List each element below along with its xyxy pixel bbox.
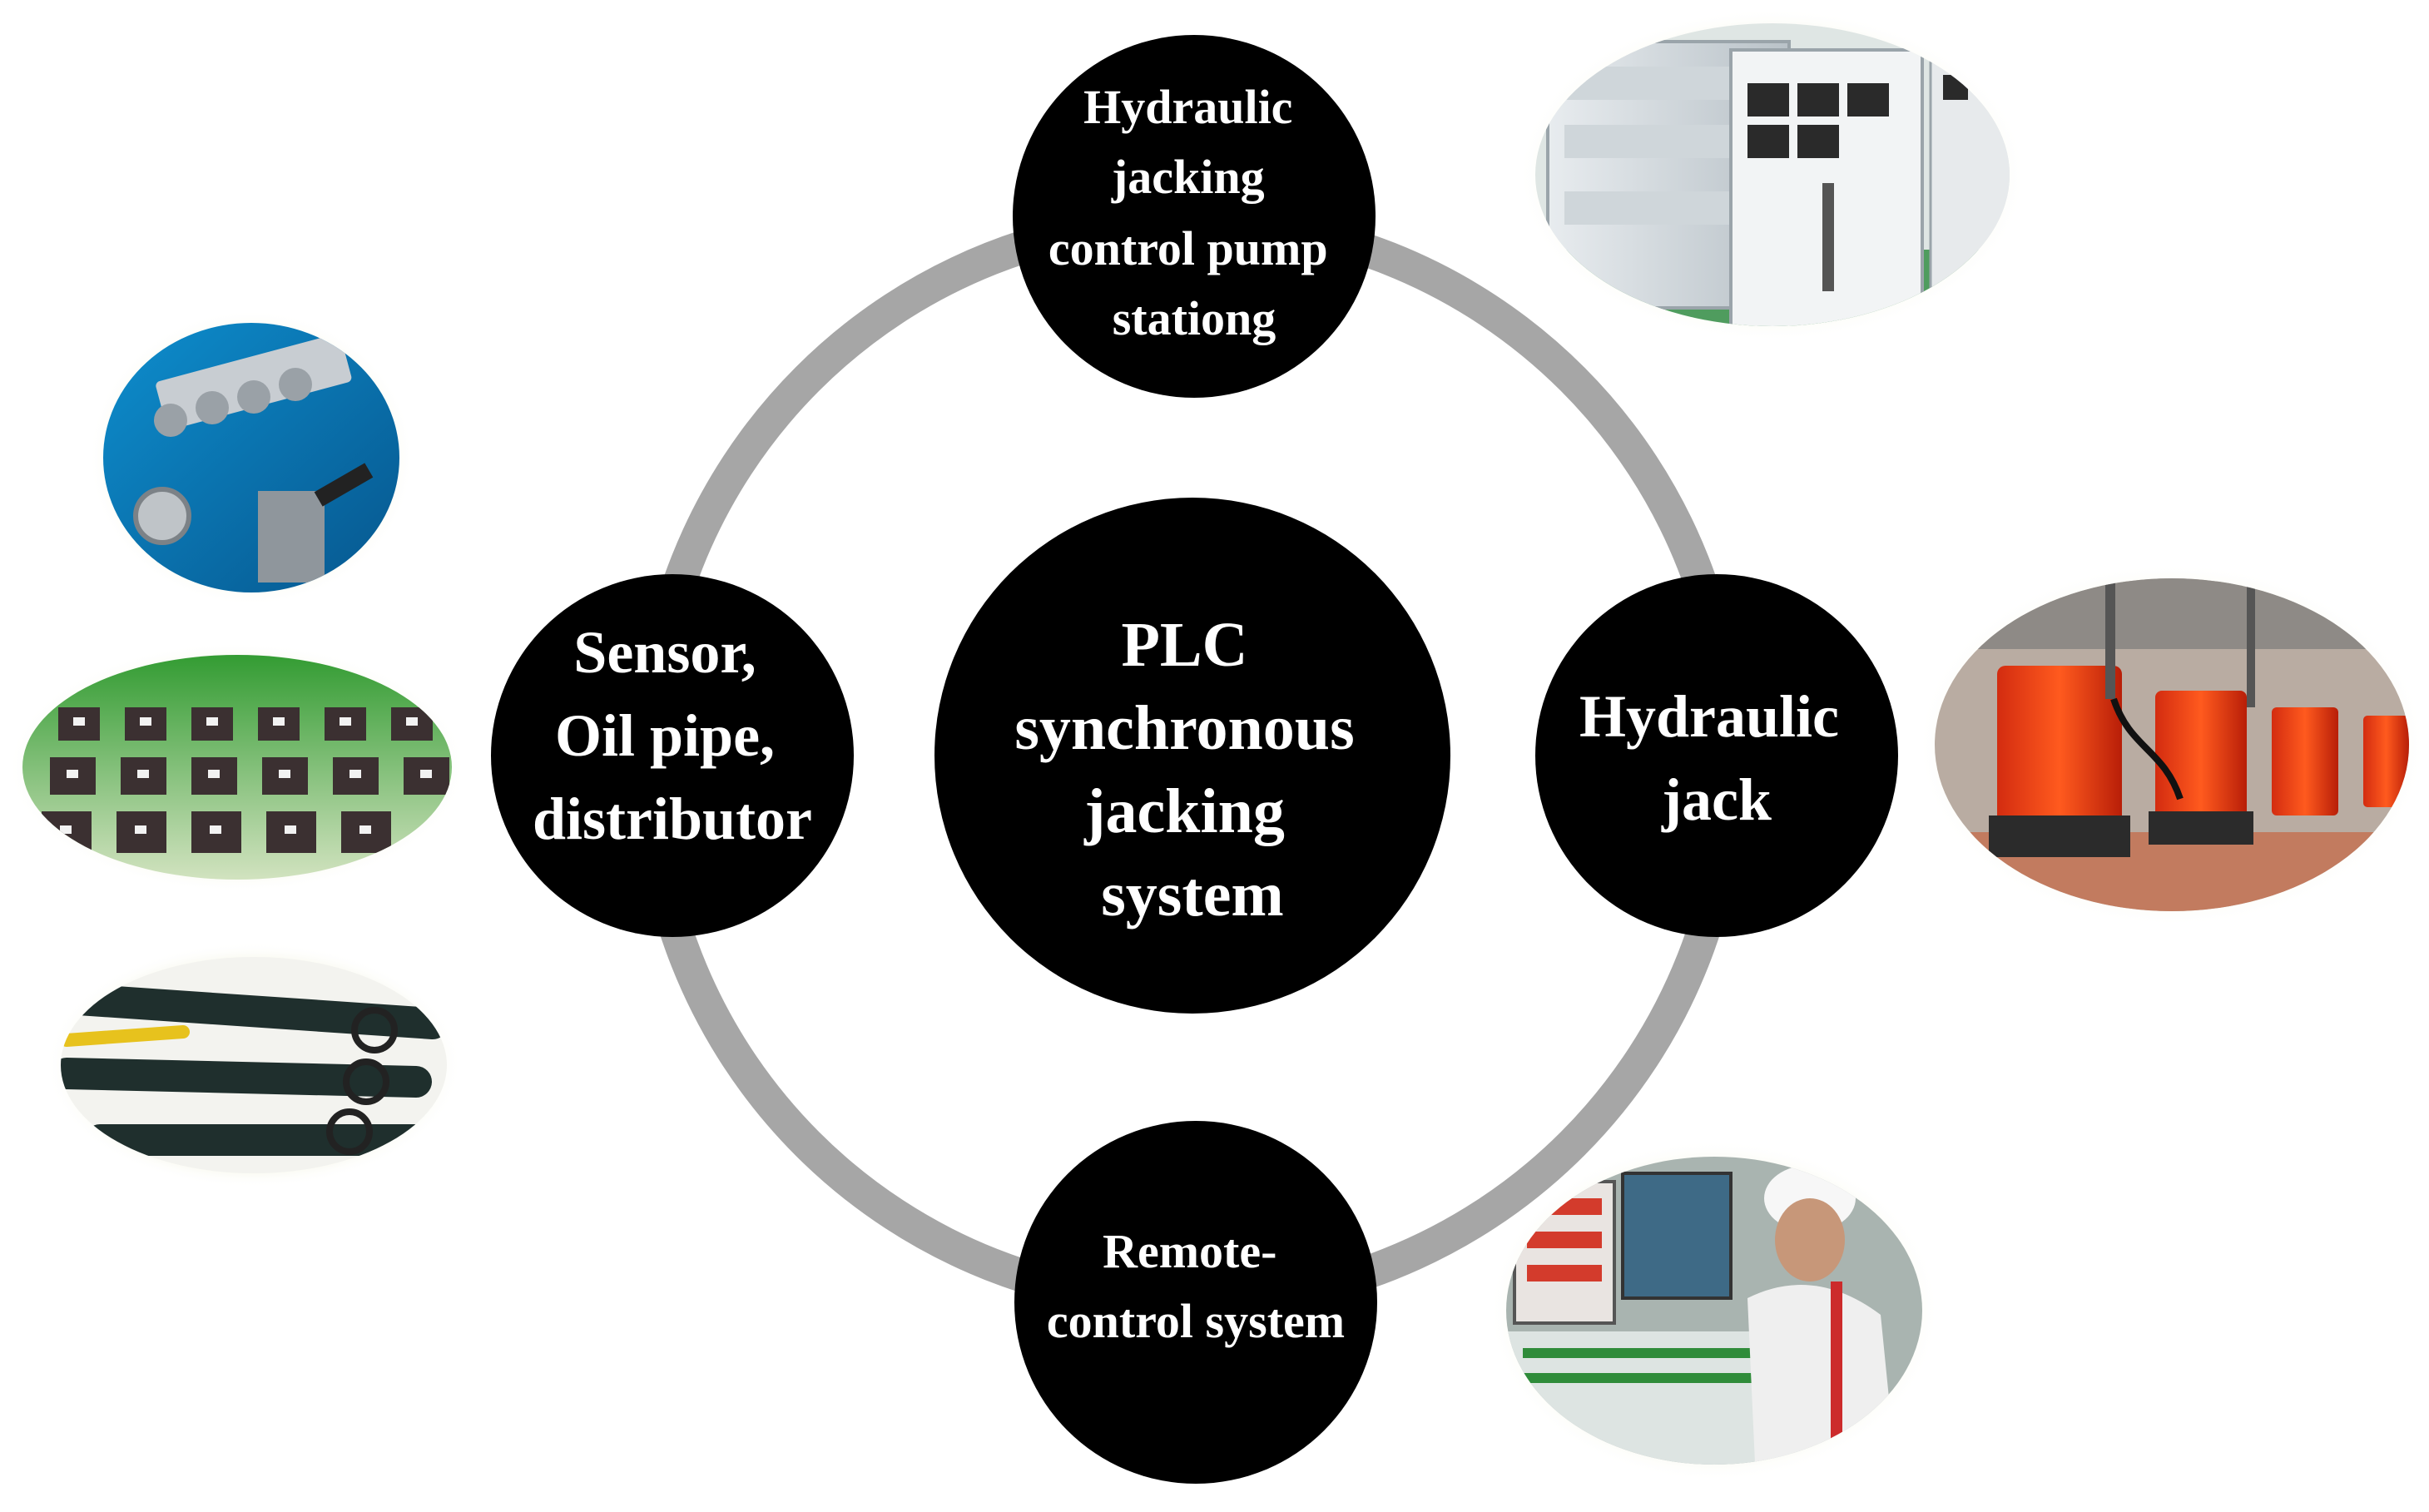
photo-oil-hoses <box>46 942 462 1188</box>
node-pump-station: Hydraulic jacking control pump stationg <box>1013 35 1376 398</box>
node-plc-system: PLC synchronous jacking system <box>934 498 1450 1014</box>
node-sensor-pipe-distributor-line-3: distributor <box>533 786 812 852</box>
node-sensor-pipe-distributor-line-2: Oil pipe, <box>555 702 775 769</box>
node-plc-system-line-1: PLC <box>1122 610 1248 680</box>
node-remote-control-line-1: Remote- <box>1103 1224 1276 1278</box>
node-remote-control-line-2: control system <box>1047 1294 1345 1348</box>
node-remote-control-label: Remote- control system <box>1047 1224 1345 1348</box>
photo-remote-control <box>1490 1140 1939 1481</box>
photo-distributor <box>89 310 414 606</box>
node-pump-station-line-4: stationg <box>1113 291 1276 345</box>
node-pump-station-line-2: jacking <box>1111 150 1265 204</box>
node-plc-system-line-3: jacking <box>1083 776 1285 846</box>
node-pump-station-line-3: control pump <box>1048 221 1328 275</box>
node-hydraulic-jack-label: Hydraulic jack <box>1579 683 1854 833</box>
node-pump-station-line-1: Hydraulic <box>1083 80 1292 134</box>
node-sensor-pipe-distributor-line-1: Sensor, <box>573 619 756 686</box>
node-remote-control: Remote- control system <box>1014 1121 1377 1484</box>
photo-hydraulic-jacks <box>1918 563 2426 926</box>
node-sensor-pipe-distributor-label: Sensor, Oil pipe, distributor <box>533 619 812 852</box>
node-pump-station-label: Hydraulic jacking control pump stationg <box>1048 80 1340 345</box>
node-plc-system-label: PLC synchronous jacking system <box>1014 610 1370 930</box>
photo-sensors <box>8 642 466 892</box>
node-hydraulic-jack-line-2: jack <box>1661 766 1772 833</box>
photo-pump-station <box>1519 8 2026 341</box>
node-sensor-pipe-distributor: Sensor, Oil pipe, distributor <box>491 574 854 937</box>
node-hydraulic-jack-line-1: Hydraulic <box>1579 683 1839 750</box>
node-plc-system-line-4: system <box>1101 860 1284 930</box>
node-plc-system-line-2: synchronous <box>1014 693 1354 763</box>
node-hydraulic-jack: Hydraulic jack <box>1535 574 1898 937</box>
